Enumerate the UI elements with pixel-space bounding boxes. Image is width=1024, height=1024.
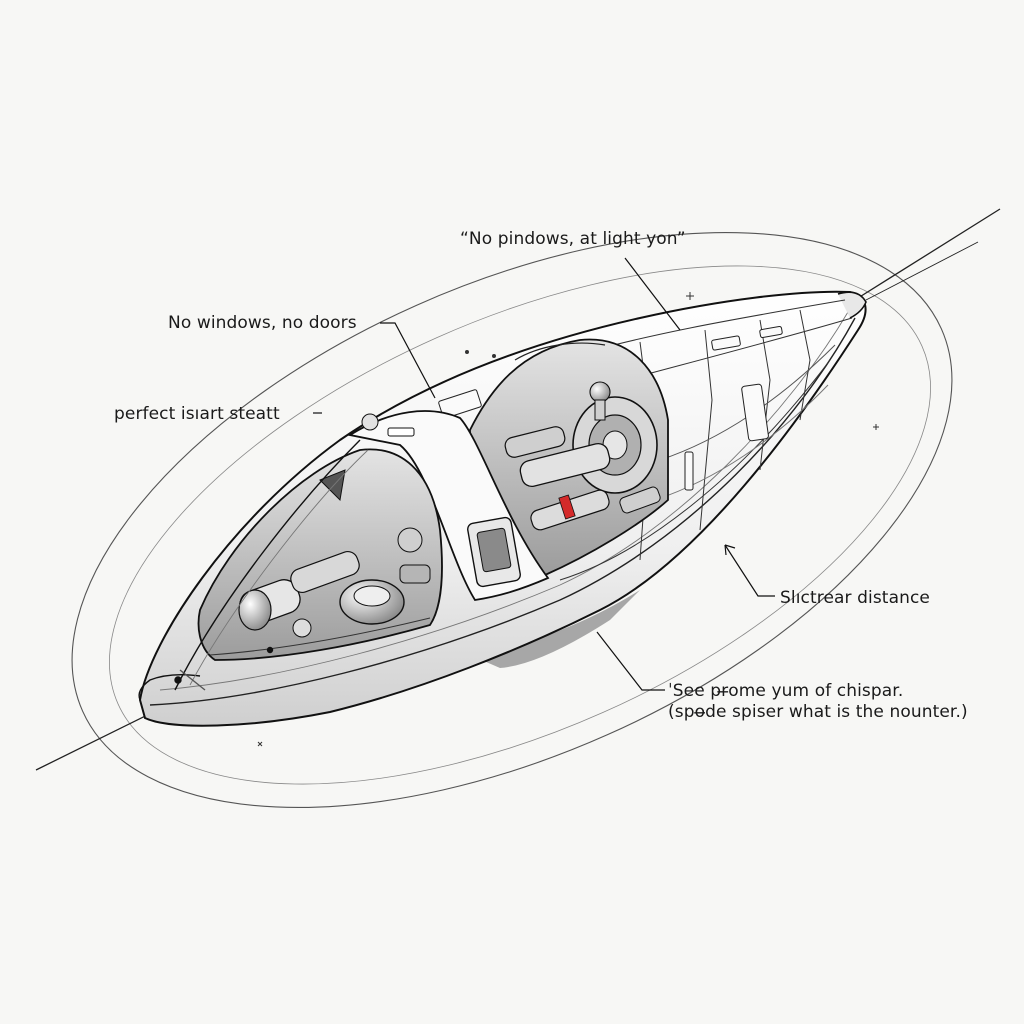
annotation-no-pindows: “No pindows, at light yon” [460,229,686,249]
rear-canopy-band [174,439,369,691]
annotation-see-line2: (spo̶de spiser what is the nounter.) [668,702,968,722]
annotation-distance: Slıctrear distance [780,588,930,608]
orbit-rings [71,231,953,809]
sketch-sparkles [257,292,879,747]
hull-mid-ring [347,410,550,601]
leader-distance [724,544,775,597]
annotation-perfect-stealth: perfect isıart steatt [114,404,280,424]
annotation-see-line1: ˈSee pr̶ome yum of chispar. [668,681,904,701]
annotation-no-windows: No windows, no doors [168,313,357,333]
leader-top-quote [624,257,681,331]
leader-distance-arrow [724,544,736,556]
leader-no-windows [380,322,436,399]
cockpit-cutaway [197,448,443,661]
annotation-leader-lines [313,257,775,691]
leader-see [596,631,665,691]
hull-hatch-marks [438,325,783,491]
reactor-bay-cutaway [469,338,669,577]
